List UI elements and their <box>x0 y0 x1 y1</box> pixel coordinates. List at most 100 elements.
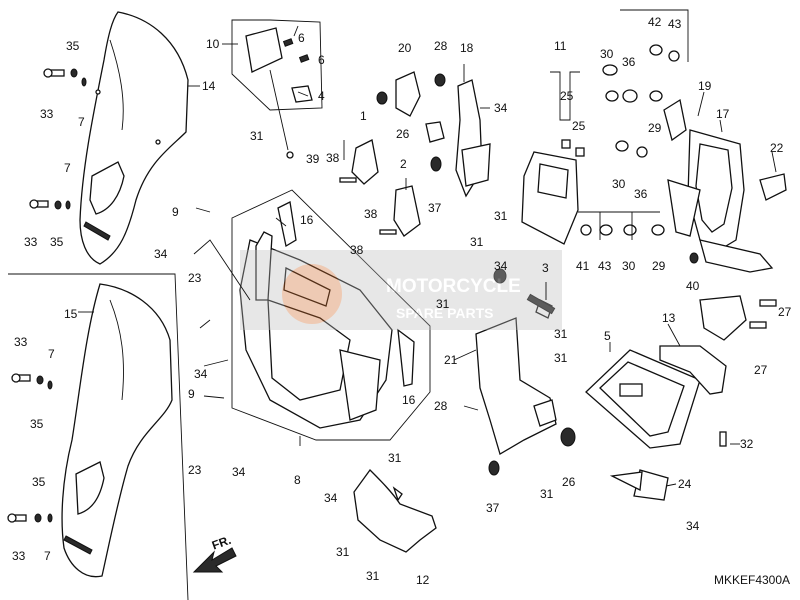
callout-label: 39 <box>306 152 320 166</box>
callout-label: 34 <box>324 491 338 505</box>
upper-cowl-assembly <box>231 189 431 441</box>
callout-label: 27 <box>754 363 768 377</box>
callout-label: 38 <box>326 151 340 165</box>
callout-label: 4 <box>318 89 325 103</box>
callout-label: 34 <box>154 247 168 261</box>
callout-label: 23 <box>188 463 202 477</box>
callout-label: 34 <box>232 465 246 479</box>
callout-label: 28 <box>434 399 448 413</box>
callout-label: 42 <box>648 15 662 29</box>
callout-label: 7 <box>78 115 85 129</box>
front-direction-label: FR. <box>210 533 233 553</box>
stay-bracket <box>475 268 576 476</box>
callout-label: 31 <box>494 209 508 223</box>
callout-label: 6 <box>318 53 325 67</box>
windscreen-lower <box>61 283 173 578</box>
callout-label: 41 <box>576 259 590 273</box>
callout-label: 31 <box>388 451 402 465</box>
callout-label: 31 <box>540 487 554 501</box>
callout-label: 9 <box>172 205 179 219</box>
callout-label: 33 <box>40 107 54 121</box>
callout-label: 19 <box>698 79 712 93</box>
callout-label: 37 <box>486 501 500 515</box>
windscreen-upper <box>79 11 189 265</box>
callout-label: 31 <box>336 545 350 559</box>
callout-label: 16 <box>402 393 416 407</box>
front-direction-arrow: FR. <box>192 533 237 573</box>
screw-group <box>7 68 87 523</box>
callout-label: 34 <box>686 519 700 533</box>
callout-label: 35 <box>30 417 44 431</box>
callout-label: 33 <box>14 335 28 349</box>
meter-visor <box>521 71 585 245</box>
callout-label: 2 <box>400 157 407 171</box>
callout-label: 18 <box>460 41 474 55</box>
callout-label: 21 <box>444 353 458 367</box>
callout-label: 30 <box>622 259 636 273</box>
leader-lines <box>78 25 777 487</box>
callout-label: 26 <box>562 475 576 489</box>
callout-label: 26 <box>396 127 410 141</box>
callout-label: 43 <box>598 259 612 273</box>
part-code: MKKEF4300A <box>714 573 790 587</box>
watermark-line1: MOTORCYCLE <box>386 276 521 297</box>
callout-label: 12 <box>416 573 430 587</box>
callout-label: 11 <box>554 39 567 53</box>
callout-label: 31 <box>250 129 264 143</box>
callout-label: 25 <box>572 119 586 133</box>
callout-label: 29 <box>652 259 666 273</box>
lower-bracket <box>353 469 437 553</box>
callout-label: 24 <box>678 477 692 491</box>
callout-label: 37 <box>428 201 442 215</box>
callout-label: 29 <box>648 121 662 135</box>
callout-label: 27 <box>778 305 792 319</box>
bracket-parts-center <box>339 71 491 237</box>
callout-label: 22 <box>770 141 784 155</box>
watermark: MOTORCYCLE SPARE PARTS <box>240 250 562 330</box>
plate-bracket <box>585 299 777 501</box>
callout-label: 31 <box>554 327 568 341</box>
callout-label: 7 <box>48 347 55 361</box>
callout-label: 16 <box>300 213 314 227</box>
callout-label: 31 <box>554 351 568 365</box>
callout-label: 32 <box>740 437 754 451</box>
callout-label: 5 <box>604 329 611 343</box>
callout-label: 36 <box>634 187 648 201</box>
callout-label: 23 <box>188 271 202 285</box>
callout-label: 34 <box>494 259 508 273</box>
callout-label: 30 <box>612 177 626 191</box>
callout-label: 1 <box>360 109 367 123</box>
callout-label: 31 <box>366 569 380 583</box>
callout-labels: 35 33 7 14 7 33 35 15 33 7 35 35 33 7 10… <box>12 15 792 587</box>
callout-label: 33 <box>24 235 38 249</box>
callout-label: 9 <box>188 387 195 401</box>
callout-label: 40 <box>686 279 700 293</box>
callout-label: 38 <box>350 243 364 257</box>
callout-label: 31 <box>436 297 450 311</box>
callout-label: 35 <box>32 475 46 489</box>
callout-label: 30 <box>600 47 614 61</box>
callout-label: 36 <box>622 55 636 69</box>
callout-label: 35 <box>66 39 80 53</box>
callout-label: 33 <box>12 549 26 563</box>
fairing-stay-frame <box>578 9 787 341</box>
callout-label: 13 <box>662 311 676 325</box>
callout-label: 3 <box>542 261 549 275</box>
callout-label: 28 <box>434 39 448 53</box>
inset-bracket <box>231 19 323 159</box>
callout-label: 38 <box>364 207 378 221</box>
callout-label: 7 <box>44 549 51 563</box>
callout-label: 31 <box>470 235 484 249</box>
callout-label: 20 <box>398 41 412 55</box>
callout-label: 43 <box>668 17 682 31</box>
callout-label: 35 <box>50 235 64 249</box>
separator-line <box>8 273 189 600</box>
callout-label: 25 <box>560 89 574 103</box>
watermark-line2: SPARE PARTS <box>396 305 494 321</box>
callout-label: 15 <box>64 307 78 321</box>
callout-label: 8 <box>294 473 301 487</box>
callout-label: 6 <box>298 31 305 45</box>
callout-label: 34 <box>494 101 508 115</box>
callout-label: 34 <box>194 367 208 381</box>
